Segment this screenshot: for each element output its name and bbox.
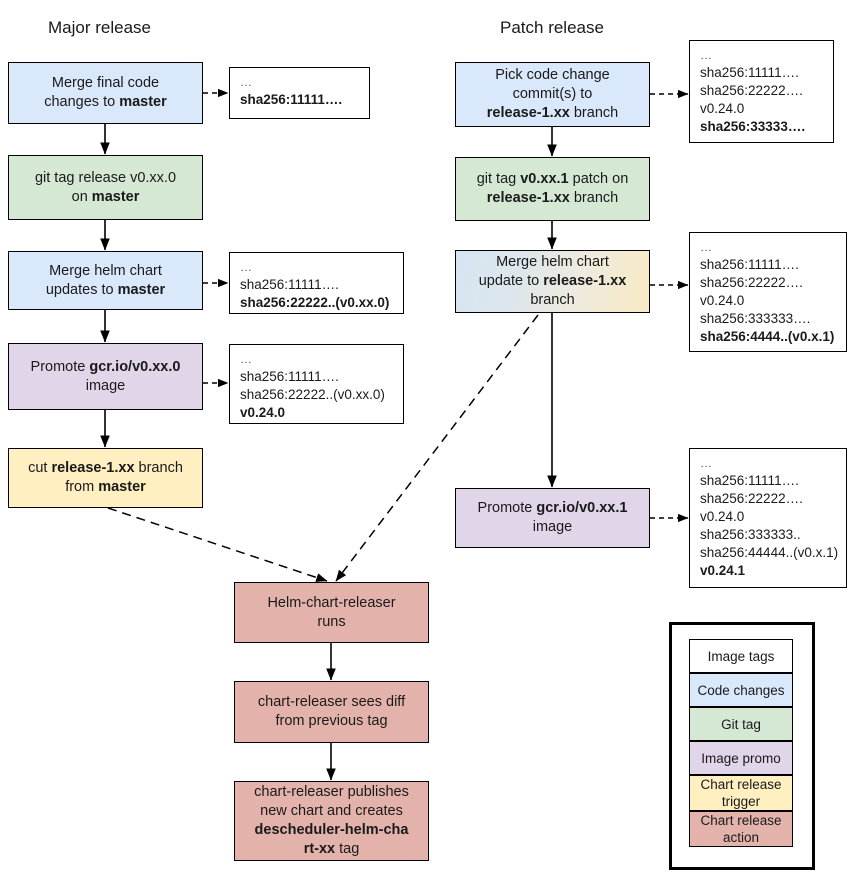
tag-line: … [240, 352, 253, 366]
tag-line: … [700, 48, 713, 62]
legend-item-image-tags[interactable]: Image tags [689, 639, 793, 673]
tag-line: v0.24.0 [240, 405, 286, 420]
legend-item-code-changes[interactable]: Code changes [689, 673, 793, 707]
tag-box-after-promote-image-patch: … sha256:11111…. sha256:22222…. v0.24.0 sha2… [689, 448, 847, 588]
tag-line: … [240, 260, 253, 274]
column-title-major-release: Major release [48, 18, 151, 37]
tag-line: sha256:333333.. [700, 527, 801, 542]
tag-box-after-merge-helm-chart: … sha256:11111…. sha256:22222..(v0.xx.0) [229, 252, 404, 314]
tag-line: … [240, 75, 253, 89]
tag-line: sha256:22222…. [700, 83, 803, 98]
tag-line: sha256:11111…. [240, 277, 339, 292]
tag-line: v0.24.1 [700, 563, 746, 578]
tag-line: sha256:11111…. [240, 92, 343, 107]
legend-item-chart-release-trigger-label: Chart release trigger [700, 777, 782, 809]
tag-line: sha256:33333…. [700, 119, 806, 134]
tag-line: sha256:22222…. [700, 491, 803, 506]
tag-line: sha256:22222..(v0.xx.0) [240, 387, 385, 402]
tag-line: sha256:11111…. [700, 257, 799, 272]
tag-box-after-merge-helm-chart-patch: … sha256:11111…. sha256:22222…. v0.24.0 sha2… [689, 232, 847, 352]
legend-item-image-promo[interactable]: Image promo [689, 741, 793, 775]
legend-item-chart-release-action[interactable]: Chart release action [689, 811, 793, 847]
tag-line: sha256:11111…. [700, 473, 799, 488]
tag-line: … [700, 240, 713, 254]
tag-box-after-merge-final-code: … sha256:11111…. [229, 67, 370, 119]
tag-line: … [700, 456, 713, 470]
legend-panel: Image tags Code changes Git tag Image pr… [669, 622, 815, 870]
legend-item-image-promo-label: Image promo [701, 750, 781, 766]
legend-item-image-tags-label: Image tags [707, 648, 775, 664]
legend-item-git-tag[interactable]: Git tag [689, 707, 793, 741]
legend-item-code-changes-label: Code changes [697, 682, 785, 698]
legend-item-chart-release-action-label: Chart release action [700, 813, 782, 845]
tag-line: sha256:4444..(v0.x.1) [700, 329, 835, 344]
legend-item-chart-release-trigger[interactable]: Chart release trigger [689, 775, 793, 811]
tag-box-after-pick-code-change: … sha256:11111…. sha256:22222…. v0.24.0 sha2… [689, 40, 834, 143]
tag-line: sha256:11111…. [240, 369, 339, 384]
tag-line: sha256:22222…. [700, 275, 803, 290]
tag-line: v0.24.0 [700, 101, 745, 116]
tag-line: sha256:22222..(v0.xx.0) [240, 295, 390, 310]
tag-box-after-promote-image: … sha256:11111…. sha256:22222..(v0.xx.0) v0… [229, 344, 404, 424]
tag-line: v0.24.0 [700, 293, 745, 308]
tag-line: sha256:11111…. [700, 65, 799, 80]
legend-item-git-tag-label: Git tag [721, 716, 761, 732]
tag-line: v0.24.0 [700, 509, 745, 524]
edge-cutbranch-to-releaser [107, 507, 328, 582]
tag-line: sha256:333333…. [700, 311, 811, 326]
column-title-patch-release: Patch release [500, 18, 604, 37]
tag-line: sha256:44444..(v0.x.1) [700, 545, 839, 560]
